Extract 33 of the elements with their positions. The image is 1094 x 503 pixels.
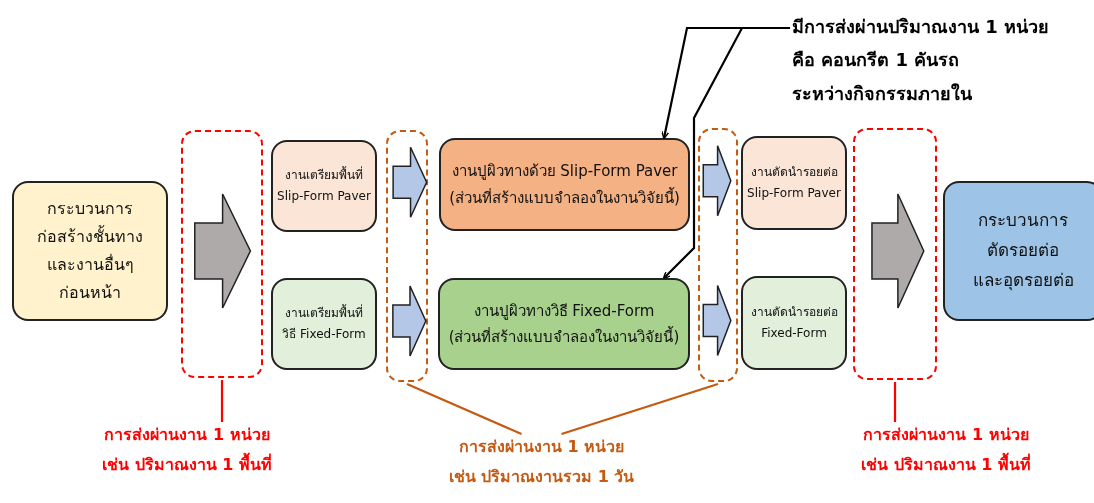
process-box	[741, 276, 847, 370]
note-text: การส่งผ่านงาน 1 หน่วย เช่น ปริมาณงานรวม 1 วัน	[448, 432, 635, 496]
block-arrow	[702, 145, 732, 217]
process-box	[271, 278, 377, 370]
leader-line	[561, 382, 719, 436]
box-label: งานเตรียมพื้นที่ Slip-Form Paver	[276, 165, 372, 205]
process-box	[271, 140, 377, 232]
process-box	[12, 181, 168, 321]
arrow	[662, 26, 790, 280]
block-arrow	[871, 193, 925, 309]
block-arrow	[392, 285, 427, 357]
box-label: กระบวนการ ตัดรอยต่อ และอุดรอยต่อ	[971, 209, 1075, 293]
block-arrow	[194, 193, 252, 309]
box-label: งานปูผิวทางวิธี Fixed-Form	[473, 300, 655, 322]
box-label: งานตัดนำรอยต่อ Fixed-Form	[749, 304, 839, 342]
process-box	[438, 278, 690, 370]
process-box	[741, 136, 847, 230]
box-label: งานเตรียมพื้นที่ วิธี Fixed-Form	[281, 303, 367, 343]
process-box	[439, 138, 690, 231]
leader-line	[220, 380, 224, 422]
note-text: การส่งผ่านงาน 1 หน่วย เช่น ปริมาณงาน 1 พื้นที่	[853, 420, 1039, 484]
leader-line	[406, 383, 522, 435]
box-label: (ส่วนที่สร้างแบบจำลองในงานวิจัยนี้)	[449, 186, 680, 209]
callout-text: มีการส่งผ่านปริมาณงาน 1 หน่วย คือ คอนกรีต 1 คันรถ ระหว่างกิจกรรมภายใน	[792, 10, 1066, 114]
note-text: การส่งผ่านงาน 1 หน่วย เช่น ปริมาณงาน 1 พื้นที่	[94, 420, 280, 484]
box-label: งานปูผิวทางด้วย Slip-Form Paver	[451, 161, 678, 183]
leader-line	[893, 382, 897, 422]
block-arrow	[702, 284, 732, 357]
box-label: กระบวนการ ก่อสร้างชั้นทาง และงานอื่นๆ ก่อนหน้า	[36, 198, 144, 304]
box-label: (ส่วนที่สร้างแบบจำลองในงานวิจัยนี้)	[448, 325, 680, 348]
process-box	[943, 181, 1094, 321]
block-arrow	[392, 146, 428, 218]
box-label: งานตัดนำรอยต่อ Slip-Form Paver	[746, 164, 842, 202]
